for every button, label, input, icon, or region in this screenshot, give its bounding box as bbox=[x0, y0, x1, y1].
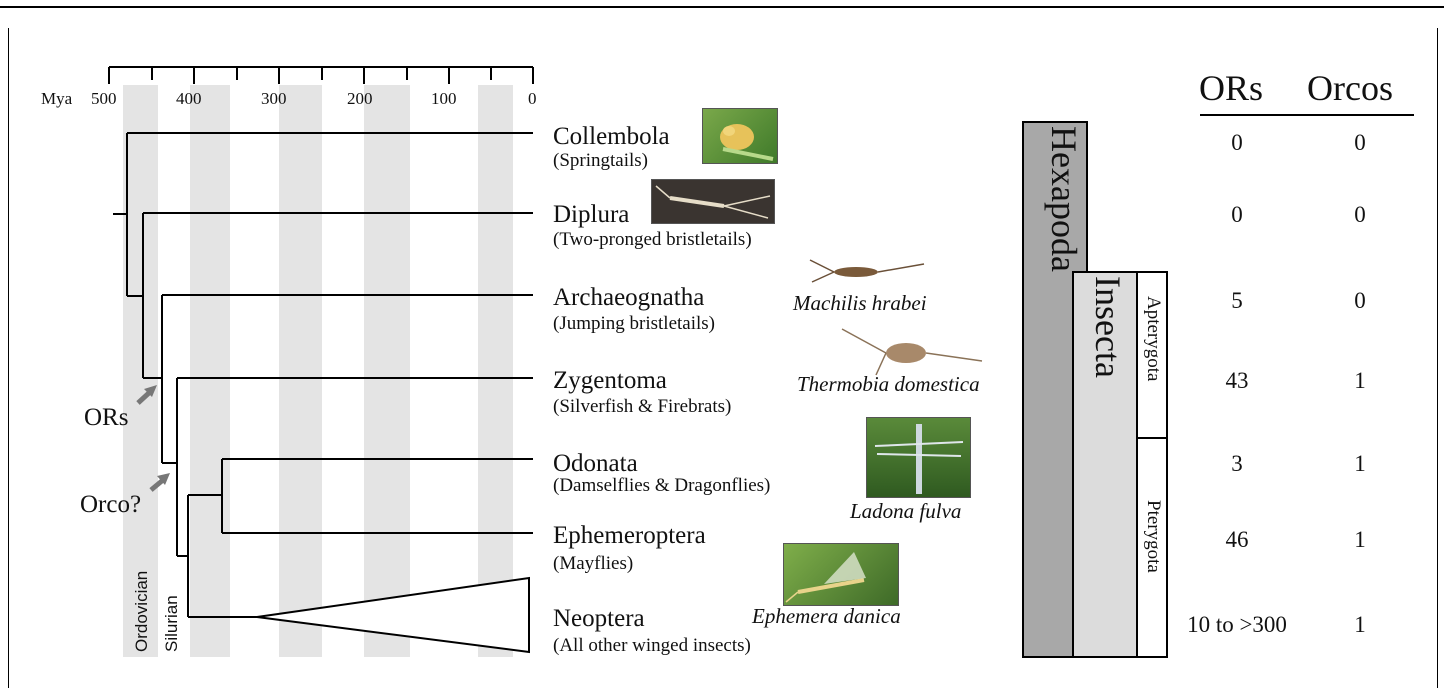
taxon-name: Archaeognatha bbox=[553, 285, 704, 310]
taxon-common-name: (Springtails) bbox=[553, 151, 648, 170]
period-label-ordovician: Ordovician bbox=[133, 571, 150, 652]
taxon-common-name: (Damselflies & Dragonflies) bbox=[553, 476, 770, 495]
axis-tick-label: 500 bbox=[91, 90, 117, 107]
taxon-name: Collembola bbox=[553, 124, 670, 149]
orcos-count: 1 bbox=[1320, 369, 1400, 392]
period-band bbox=[190, 85, 230, 657]
species-label: Thermobia domestica bbox=[797, 374, 980, 395]
axis-tick-label: 100 bbox=[431, 90, 457, 107]
ors-count: 46 bbox=[1197, 528, 1277, 551]
taxon-common-name: (Jumping bristletails) bbox=[553, 314, 715, 333]
pterygota-label: Pterygota bbox=[1144, 500, 1163, 573]
period-band bbox=[364, 85, 410, 657]
ors-column-header: ORs bbox=[1199, 70, 1263, 106]
ors-count: 10 to >300 bbox=[1172, 613, 1302, 636]
orcos-count: 1 bbox=[1320, 528, 1400, 551]
taxon-common-name: (Mayflies) bbox=[553, 554, 633, 573]
taxon-name: Ephemeroptera bbox=[553, 523, 706, 548]
axis-unit-label: Mya bbox=[41, 90, 72, 107]
axis-tick-label: 300 bbox=[261, 90, 287, 107]
ors-count: 3 bbox=[1197, 452, 1277, 475]
axis-tick-label: 400 bbox=[176, 90, 202, 107]
time-axis bbox=[109, 67, 533, 84]
insecta-label: Insecta bbox=[1090, 276, 1126, 378]
thermobia-image bbox=[836, 323, 986, 378]
species-label: Ephemera danica bbox=[752, 606, 901, 627]
orcos-count: 1 bbox=[1320, 613, 1400, 636]
axis-tick-label: 0 bbox=[528, 90, 537, 107]
machilis-image bbox=[806, 250, 926, 290]
tree-branches bbox=[113, 133, 533, 652]
species-label: Machilis hrabei bbox=[793, 293, 927, 314]
dipluran-photo bbox=[651, 179, 775, 224]
taxon-name: Zygentoma bbox=[553, 368, 667, 393]
ladona-photo bbox=[866, 417, 971, 498]
axis-tick-label: 200 bbox=[347, 90, 373, 107]
orcos-column-header: Orcos bbox=[1307, 70, 1393, 106]
taxon-name: Neoptera bbox=[553, 606, 645, 631]
ors-count: 5 bbox=[1197, 289, 1277, 312]
apterygota-label: Apterygota bbox=[1144, 296, 1163, 381]
orcos-count: 0 bbox=[1320, 289, 1400, 312]
taxon-common-name: (Two-pronged bristletails) bbox=[553, 230, 752, 249]
period-band bbox=[279, 85, 322, 657]
period-label-silurian: Silurian bbox=[163, 595, 180, 652]
orco-event-label: Orco? bbox=[80, 492, 141, 517]
ephemera-photo bbox=[783, 543, 899, 606]
table-header-rule bbox=[1200, 114, 1414, 116]
orcos-count: 1 bbox=[1320, 452, 1400, 475]
taxon-common-name: (All other winged insects) bbox=[553, 636, 751, 655]
ors-count: 0 bbox=[1197, 131, 1277, 154]
taxon-name: Odonata bbox=[553, 451, 638, 476]
ors-count: 43 bbox=[1197, 369, 1277, 392]
hexapoda-label: Hexapoda bbox=[1046, 126, 1082, 272]
orcos-count: 0 bbox=[1320, 131, 1400, 154]
springtail-photo bbox=[702, 108, 778, 164]
ors-count: 0 bbox=[1197, 203, 1277, 226]
orcos-count: 0 bbox=[1320, 203, 1400, 226]
period-band bbox=[478, 85, 513, 657]
taxon-name: Diplura bbox=[553, 202, 629, 227]
taxon-common-name: (Silverfish & Firebrats) bbox=[553, 397, 731, 416]
species-label: Ladona fulva bbox=[850, 501, 961, 522]
ors-event-label: ORs bbox=[84, 405, 128, 430]
